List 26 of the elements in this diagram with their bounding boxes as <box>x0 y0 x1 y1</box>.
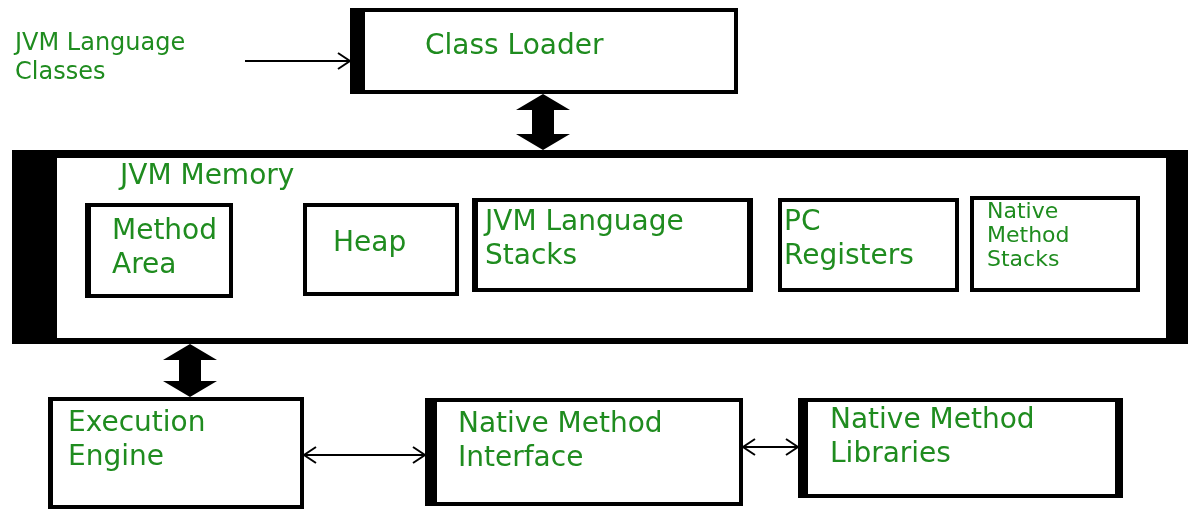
container-title: JVM Memory <box>120 158 296 192</box>
box-label: JVM Language Stacks <box>485 204 685 272</box>
container-box <box>12 150 1188 344</box>
box-label: Native Method Interface <box>458 406 664 474</box>
box-label: Execution Engine <box>68 405 207 473</box>
box-label: Heap <box>333 225 408 259</box>
arrow <box>244 52 351 70</box>
block-arrow <box>163 344 217 397</box>
box-label: PC Registers <box>784 204 915 272</box>
double-arrow <box>742 438 799 456</box>
box-label: Class Loader <box>425 28 605 62</box>
memory-area-box <box>970 196 1140 292</box>
box-label: Native Method Libraries <box>830 402 1036 470</box>
input-label: JVM Language Classes <box>15 28 240 86</box>
memory-area-box <box>85 203 233 298</box>
component-box <box>48 397 304 509</box>
memory-area-box <box>303 203 459 296</box>
double-arrow <box>303 446 426 464</box>
block-arrow <box>516 94 570 150</box>
component-box <box>350 8 738 94</box>
component-box <box>425 398 743 506</box>
memory-area-box <box>472 198 753 292</box>
box-label: Native Method Stacks <box>987 199 1071 272</box>
component-box <box>798 398 1123 498</box>
memory-area-box <box>778 198 959 292</box>
box-label: Method Area <box>112 213 218 281</box>
